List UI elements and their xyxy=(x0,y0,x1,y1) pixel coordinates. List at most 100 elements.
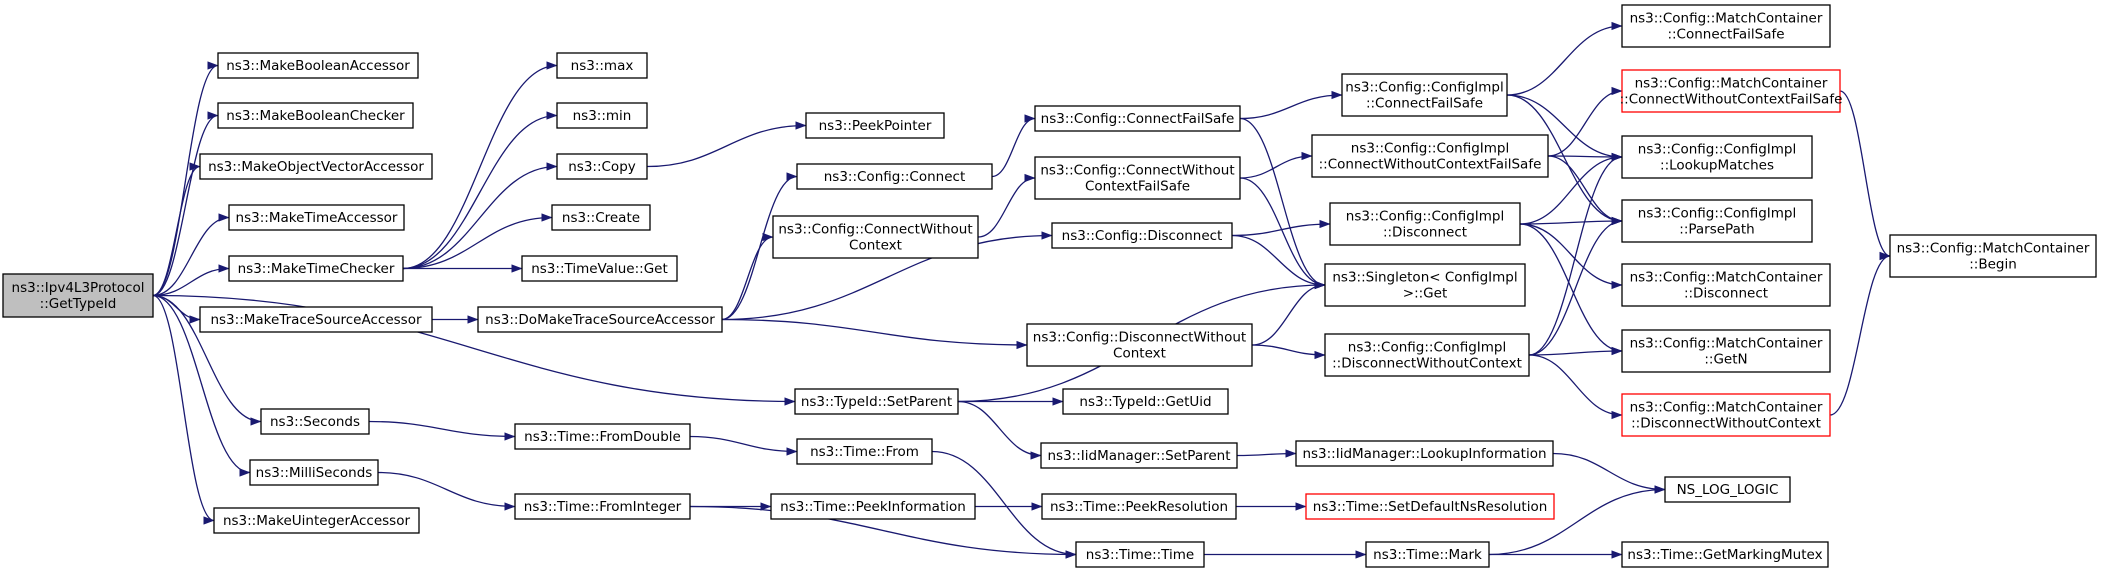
node-sget[interactable]: ns3::Singleton< ConfigImpl >::Get xyxy=(1324,263,1526,307)
node-label: ns3::MakeTimeAccessor xyxy=(236,210,398,226)
node-box xyxy=(260,408,370,435)
edge-root-to-tsp xyxy=(152,294,796,406)
node-label: ns3::Time::FromDouble xyxy=(524,429,681,445)
node-label: ::ConnectFailSafe xyxy=(1366,96,1483,112)
node-mccfs[interactable]: ns3::Config::MatchContainer::ConnectFail… xyxy=(1621,4,1831,48)
node-max[interactable]: ns3::max xyxy=(556,52,648,79)
edge-root-to-mta xyxy=(152,213,230,297)
node-mcgetn[interactable]: ns3::Config::MatchContainer::GetN xyxy=(1621,329,1831,373)
node-label: ns3::Singleton< ConfigImpl xyxy=(1332,270,1517,286)
node-label: ns3::Config::ConfigImpl xyxy=(1351,141,1509,157)
node-box xyxy=(249,459,379,486)
node-secs[interactable]: ns3::Seconds xyxy=(260,408,370,435)
node-box xyxy=(1621,541,1829,568)
node-root[interactable]: ns3::Ipv4L3Protocol::GetTypeId xyxy=(2,273,154,318)
node-label: ns3::Time::SetDefaultNsResolution xyxy=(1313,499,1548,515)
edge-cdisc-to-cidisc xyxy=(1231,219,1331,237)
edge-root-to-mova xyxy=(152,162,201,297)
node-box xyxy=(2,273,154,318)
node-mtsa[interactable]: ns3::MakeTraceSourceAccessor xyxy=(199,306,433,333)
edge-tfi-to-ttime xyxy=(689,505,1077,559)
node-box xyxy=(1034,156,1241,200)
node-ccwcfs[interactable]: ns3::Config::ConnectWithoutContextFailSa… xyxy=(1034,156,1241,200)
node-create[interactable]: ns3::Create xyxy=(551,204,651,231)
node-imli[interactable]: ns3::IidManager::LookupInformation xyxy=(1295,440,1554,467)
node-mua[interactable]: ns3::MakeUintegerAccessor xyxy=(213,507,420,534)
node-cidisc[interactable]: ns3::Config::ConfigImpl::Disconnect xyxy=(1329,202,1521,246)
node-label: ns3::Config::ConnectFailSafe xyxy=(1041,111,1235,127)
node-box xyxy=(1621,263,1831,307)
node-mcdwc[interactable]: ns3::Config::MatchContainer::DisconnectW… xyxy=(1621,393,1831,437)
node-label: ns3::Config::MatchContainer xyxy=(1630,336,1823,352)
node-mbc[interactable]: ns3::MakeBooleanChecker xyxy=(217,102,414,129)
node-label: ns3::MakeObjectVectorAccessor xyxy=(208,159,424,175)
node-mcbegin[interactable]: ns3::Config::MatchContainer::Begin xyxy=(1889,234,2097,278)
node-label: ns3::Config::Connect xyxy=(824,169,966,185)
node-tvget[interactable]: ns3::TimeValue::Get xyxy=(521,255,678,282)
edge-tfrom-to-ttime xyxy=(931,450,1077,559)
node-box xyxy=(477,306,723,333)
node-label: ::Disconnect xyxy=(1684,286,1768,302)
node-tpr[interactable]: ns3::Time::PeekResolution xyxy=(1041,493,1237,520)
node-label: ns3::Config::ConnectWithout xyxy=(778,222,972,238)
node-nslog[interactable]: NS_LOG_LOGIC xyxy=(1664,476,1791,503)
node-tpi[interactable]: ns3::Time::PeekInformation xyxy=(770,493,976,520)
node-tsdnr[interactable]: ns3::Time::SetDefaultNsResolution xyxy=(1305,493,1555,520)
edge-root-to-mtc xyxy=(152,264,230,297)
node-label: ns3::Config::Disconnect xyxy=(1062,228,1223,244)
node-tgu[interactable]: ns3::TypeId::GetUid xyxy=(1062,388,1229,415)
node-box xyxy=(1621,393,1831,437)
node-tfrom[interactable]: ns3::Time::From xyxy=(796,438,933,465)
node-mtc[interactable]: ns3::MakeTimeChecker xyxy=(228,255,404,282)
node-label: ::ParsePath xyxy=(1679,222,1754,238)
node-cipp[interactable]: ns3::Config::ConfigImpl::ParsePath xyxy=(1621,199,1813,243)
node-box xyxy=(794,388,959,415)
node-label: ns3::Config::ConfigImpl xyxy=(1348,340,1506,356)
node-cdwc[interactable]: ns3::Config::DisconnectWithoutContext xyxy=(1026,323,1253,367)
node-copy[interactable]: ns3::Copy xyxy=(556,153,648,180)
node-ccfs[interactable]: ns3::Config::ConnectFailSafe xyxy=(1034,105,1241,132)
node-mova[interactable]: ns3::MakeObjectVectorAccessor xyxy=(199,153,433,180)
node-cconn[interactable]: ns3::Config::Connect xyxy=(796,163,993,190)
node-dmtsa[interactable]: ns3::DoMakeTraceSourceAccessor xyxy=(477,306,723,333)
edge-ccfs-to-cicfs xyxy=(1239,90,1343,120)
edge-secs-to-tfd xyxy=(368,420,516,441)
node-tmark[interactable]: ns3::Time::Mark xyxy=(1365,541,1490,568)
node-cdisc[interactable]: ns3::Config::Disconnect xyxy=(1051,222,1233,249)
node-msecs[interactable]: ns3::MilliSeconds xyxy=(249,459,379,486)
node-box xyxy=(213,507,420,534)
node-cicfs[interactable]: ns3::Config::ConfigImpl::ConnectFailSafe xyxy=(1341,73,1508,117)
edge-ccwcfs-to-sget xyxy=(1239,177,1326,290)
node-ccwc[interactable]: ns3::Config::ConnectWithoutContext xyxy=(772,215,979,259)
node-box xyxy=(1621,69,1841,113)
node-ttime[interactable]: ns3::Time::Time xyxy=(1075,541,1205,568)
node-box xyxy=(1889,234,2097,278)
node-label: ::ConnectWithoutContextFailSafe xyxy=(1319,157,1542,173)
edge-ccfs-to-sget xyxy=(1239,117,1326,290)
node-mccwcfs[interactable]: ns3::Config::MatchContainer::ConnectWith… xyxy=(1620,69,1843,113)
node-label: ns3::Config::MatchContainer xyxy=(1897,241,2090,257)
node-label: ns3::Config::ConfigImpl xyxy=(1345,80,1503,96)
node-peekptr[interactable]: ns3::PeekPointer xyxy=(805,112,945,139)
node-label: ns3::min xyxy=(573,108,632,124)
node-cilm[interactable]: ns3::Config::ConfigImpl::LookupMatches xyxy=(1621,135,1813,179)
edge-cdisc-to-sget xyxy=(1231,234,1326,290)
node-box xyxy=(521,255,678,282)
node-cidwc[interactable]: ns3::Config::ConfigImpl::DisconnectWitho… xyxy=(1324,333,1530,377)
edge-imsp-to-imli xyxy=(1236,449,1297,458)
node-min[interactable]: ns3::min xyxy=(556,102,648,129)
node-box xyxy=(1075,541,1205,568)
node-tsp[interactable]: ns3::TypeId::SetParent xyxy=(794,388,959,415)
node-box xyxy=(1365,541,1490,568)
node-box xyxy=(805,112,945,139)
node-mba[interactable]: ns3::MakeBooleanAccessor xyxy=(217,52,419,79)
edge-ccwcfs-to-cicwcfs xyxy=(1239,151,1313,179)
node-tfd[interactable]: ns3::Time::FromDouble xyxy=(514,423,691,450)
node-tgmm[interactable]: ns3::Time::GetMarkingMutex xyxy=(1621,541,1829,568)
node-mta[interactable]: ns3::MakeTimeAccessor xyxy=(228,204,405,231)
node-tfi[interactable]: ns3::Time::FromInteger xyxy=(514,493,691,520)
node-label: ns3::MakeBooleanChecker xyxy=(226,108,405,124)
node-mcdisc[interactable]: ns3::Config::MatchContainer::Disconnect xyxy=(1621,263,1831,307)
node-cicwcfs[interactable]: ns3::Config::ConfigImpl::ConnectWithoutC… xyxy=(1311,134,1549,178)
node-imsp[interactable]: ns3::IidManager::SetParent xyxy=(1040,442,1238,469)
